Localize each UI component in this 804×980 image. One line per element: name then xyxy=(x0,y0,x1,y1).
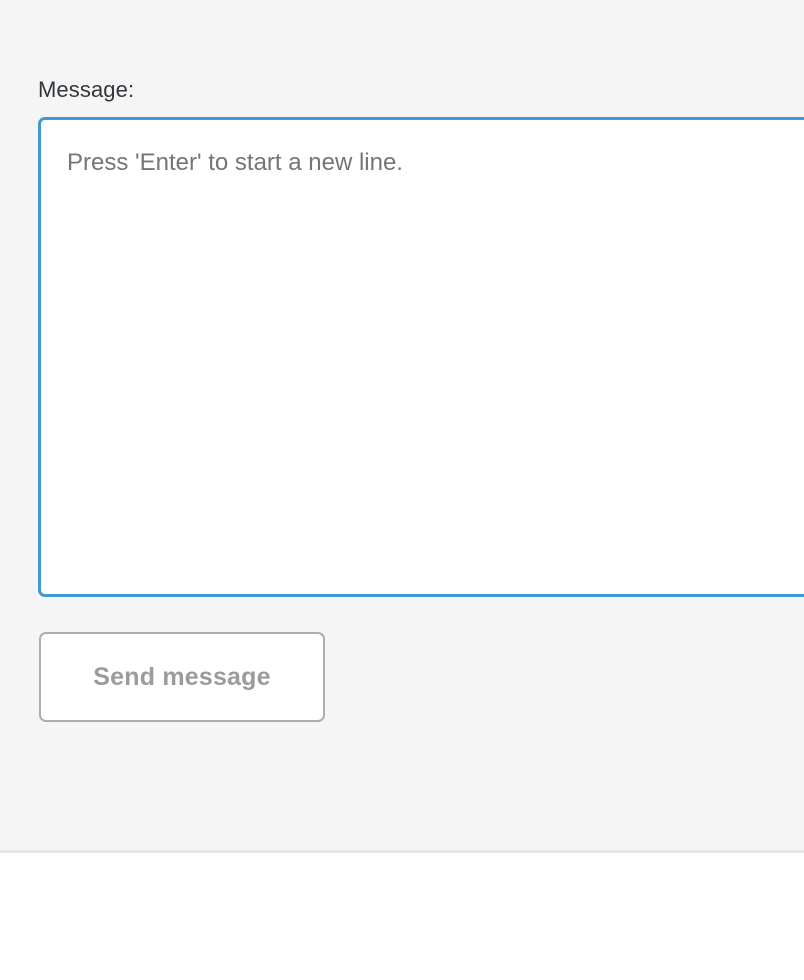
message-input[interactable] xyxy=(38,117,804,597)
send-message-button[interactable]: Send message xyxy=(39,632,325,722)
message-form-panel: Message: Send message xyxy=(38,77,804,722)
message-label: Message: xyxy=(38,77,135,102)
page-body-area xyxy=(0,853,804,980)
panel-divider xyxy=(0,850,804,853)
